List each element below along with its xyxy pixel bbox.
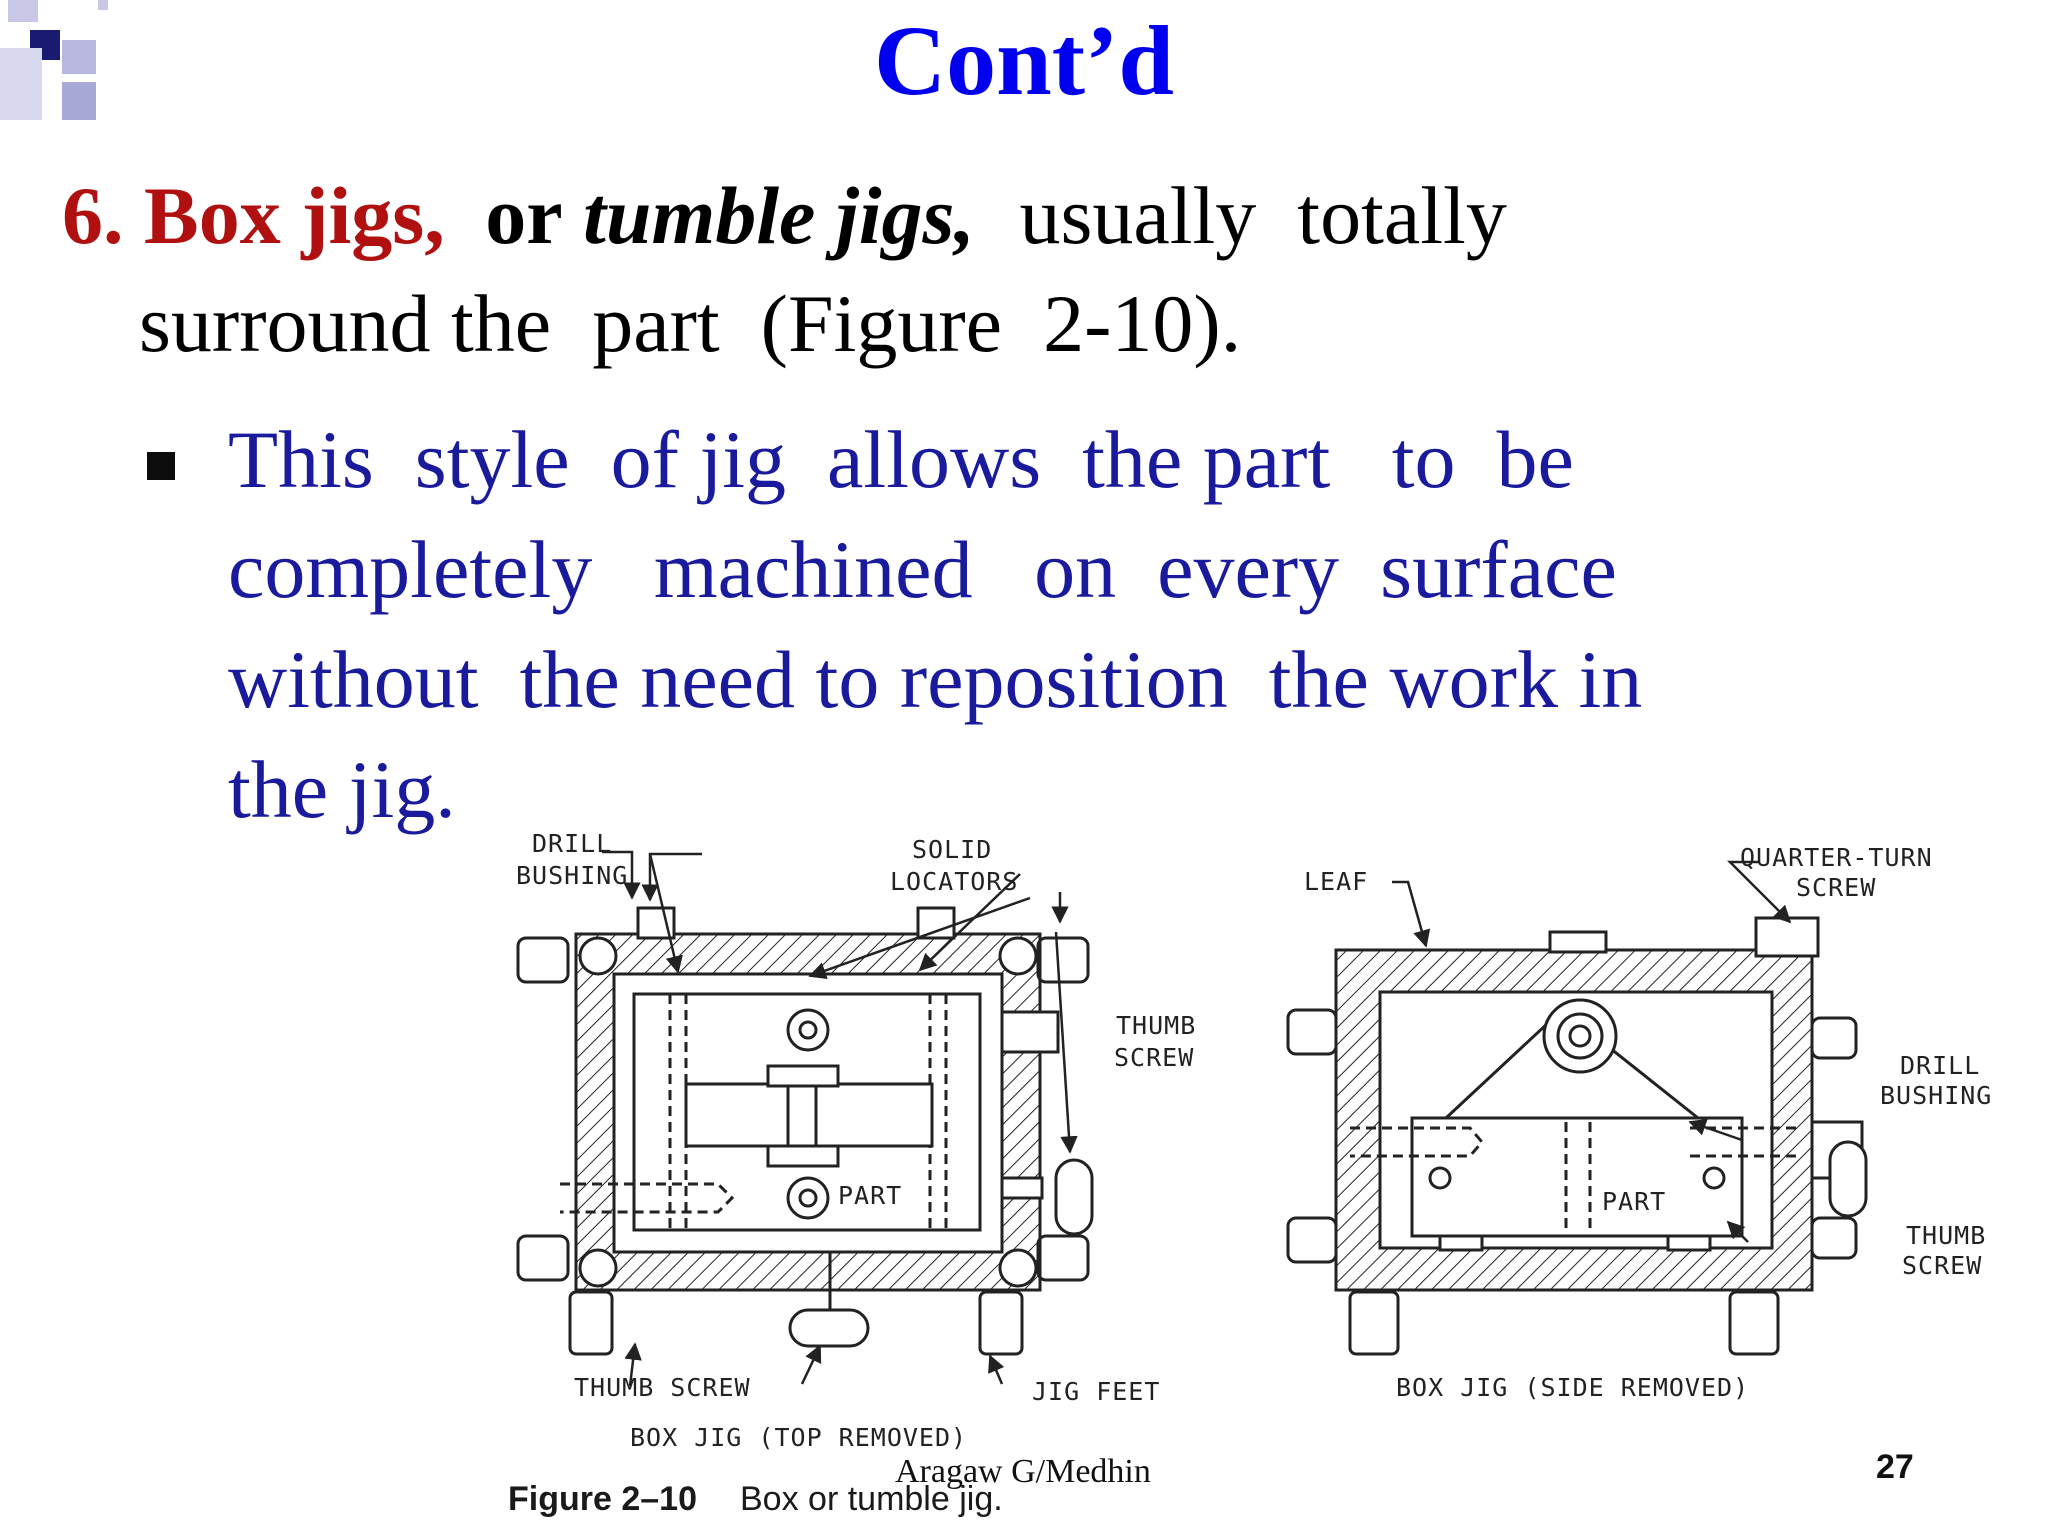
deco-square	[62, 82, 96, 120]
figure-caption: Box or tumble jig.	[740, 1480, 1003, 1518]
label-drill-bushing: BUSHING	[516, 861, 628, 890]
slide-title: Cont’d	[873, 5, 1175, 116]
label-thumb-screw: THUMB	[1116, 1011, 1196, 1040]
label-leaf: LEAF	[1304, 867, 1368, 896]
point-or: or	[485, 170, 563, 261]
bullet-square-icon	[147, 452, 175, 480]
caption-left-jig: BOX JIG (TOP REMOVED)	[630, 1423, 967, 1452]
point-rest: usually totally	[1019, 170, 1507, 261]
bullet-line: completely machined on every surface	[228, 524, 1617, 615]
deco-square	[98, 0, 108, 10]
deco-square	[62, 40, 96, 74]
right-jig-drawing	[1286, 916, 1868, 1356]
corner-decoration	[0, 0, 110, 130]
deco-square	[8, 0, 38, 22]
label-quarter-turn-screw: QUARTER-TURN	[1740, 843, 1933, 872]
label-thumb-screw: SCREW	[1114, 1043, 1194, 1072]
bullet-text: This style of jig allows the part to be …	[228, 405, 1868, 845]
figure-number: Figure 2–10	[508, 1480, 697, 1518]
caption-right-jig: BOX JIG (SIDE REMOVED)	[1396, 1373, 1749, 1402]
label-drill-bushing-right: DRILL	[1900, 1051, 1980, 1080]
point-line2: surround the part (Figure 2-10).	[139, 278, 1242, 369]
label-solid-locators: LOCATORS	[890, 867, 1018, 896]
left-jig-drawing	[516, 906, 1094, 1356]
label-quarter-turn-screw: SCREW	[1796, 873, 1876, 902]
label-thumb-screw-bottom: THUMB SCREW	[574, 1373, 751, 1402]
bullet-line: without the need to reposition the work …	[228, 634, 1643, 725]
footer-author: Aragaw G/Medhin	[895, 1453, 1151, 1490]
bullet-line: This style of jig allows the part to be	[228, 414, 1574, 505]
main-point: 6. Box jigs, or tumble jigs, usually tot…	[62, 162, 1962, 378]
point-term: tumble jigs,	[583, 170, 975, 261]
deco-square	[0, 48, 42, 120]
page-number: 27	[1876, 1448, 1914, 1486]
label-part: PART	[838, 1181, 902, 1210]
point-lead: 6. Box jigs,	[62, 170, 445, 261]
label-part-right: PART	[1602, 1187, 1666, 1216]
label-solid-locators: SOLID	[912, 835, 992, 864]
label-drill-bushing-right: BUSHING	[1880, 1081, 1992, 1110]
bullet-line: the jig.	[228, 744, 456, 835]
label-drill-bushing: DRILL	[532, 829, 612, 858]
label-jig-feet: JIG FEET	[1032, 1377, 1160, 1406]
box-jig-figure: DRILL BUSHING SOLID LOCATORS THUMB SCREW…	[508, 829, 1992, 1518]
label-thumb-screw-right: THUMB	[1906, 1221, 1986, 1250]
label-thumb-screw-right: SCREW	[1902, 1251, 1982, 1280]
